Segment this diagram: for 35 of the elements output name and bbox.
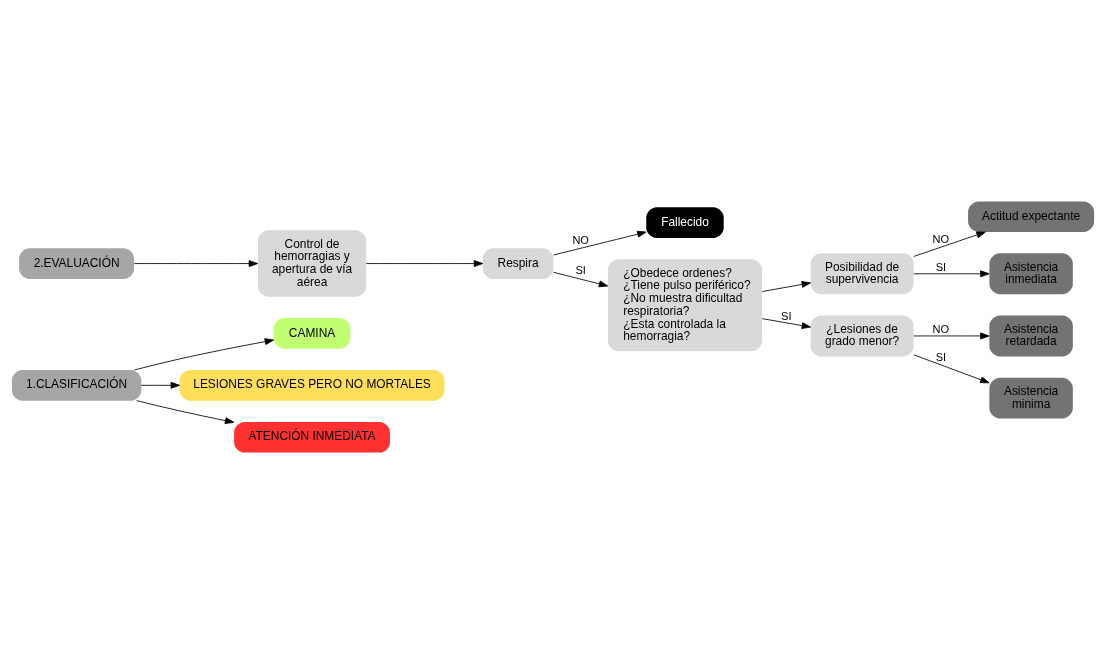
arrow — [761, 318, 811, 329]
edge-label: SI — [575, 264, 586, 277]
arrow — [133, 260, 259, 267]
arrow — [553, 271, 609, 288]
node-box: Actitud expectante — [968, 201, 1095, 233]
edge-label: NO — [932, 322, 950, 335]
node-box: 1.CLASIFICACIÓN — [11, 370, 142, 401]
node-box: Posibilidad de supervivencia — [810, 253, 914, 295]
node-box: Respira — [482, 248, 554, 279]
node-box: Asistencia minima — [989, 377, 1073, 419]
arrow — [913, 270, 990, 278]
node-box: ATENCIÓN INMEDIATA — [234, 421, 390, 453]
node-box: CAMINA — [273, 318, 351, 349]
node-box: Asistencia retardada — [989, 315, 1073, 357]
arrow — [913, 332, 990, 340]
arrow — [913, 354, 990, 384]
node-box: 2.EVALUACIÓN — [19, 248, 135, 279]
arrow — [553, 230, 647, 256]
edge-label: SI — [935, 350, 947, 363]
edge-label: NO — [932, 232, 950, 245]
arrow — [140, 381, 180, 389]
node-box: Asistencia inmediata — [989, 253, 1073, 295]
arrow — [913, 231, 986, 257]
edge-label: NO — [572, 234, 589, 247]
edge-label: SI — [781, 310, 792, 323]
arrow — [365, 260, 484, 267]
node-box: Control de hemorragias y apertura de vía aérea — [257, 230, 367, 297]
node-box: LESIONES GRAVES PERO NO MORTALES — [179, 370, 445, 401]
arrow — [136, 400, 235, 425]
arrow — [761, 281, 811, 292]
edge-label: SI — [935, 260, 947, 273]
arrow — [133, 338, 275, 371]
node-box: Fallecido — [646, 207, 724, 238]
node-box: ¿Obedece ordenes? ¿Tiene pulso periférico? ¿No muestra dificultad respiratoria? ¿Esta controlada la hemorragia? — [607, 259, 763, 352]
node-box: ¿Lesiones de grado menor? — [810, 315, 914, 357]
